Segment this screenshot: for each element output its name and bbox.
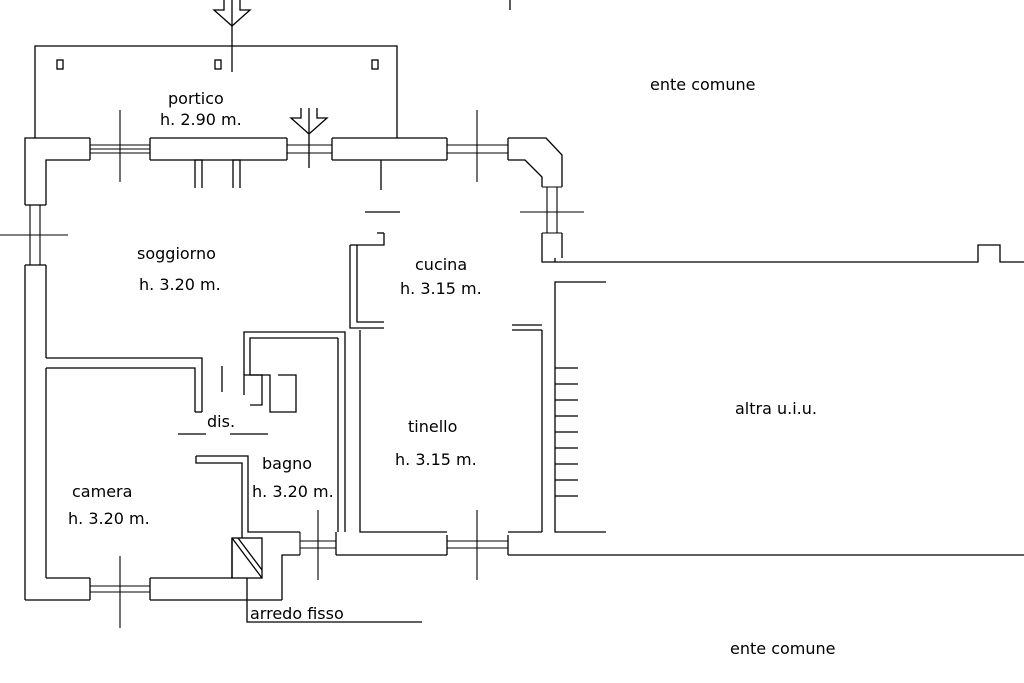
- entrance-arrow-icon: [212, 0, 252, 72]
- portico-outline: [34, 45, 398, 138]
- window-bottom-camera: [90, 556, 150, 628]
- window-bottom-tinello: [447, 510, 508, 580]
- label-altra-uiu: altra u.i.u.: [735, 399, 817, 418]
- window-top-1: [90, 110, 150, 182]
- room-height-portico: h. 2.90 m.: [160, 110, 242, 129]
- window-bottom-bagno: [299, 510, 336, 580]
- altra-uiu-outline: [554, 244, 1024, 533]
- arredo-fisso-leader: [246, 578, 422, 623]
- window-top-2: [287, 144, 332, 154]
- room-height-tinello: h. 3.15 m.: [395, 450, 477, 469]
- room-name-camera: camera: [72, 482, 132, 501]
- room-height-camera: h. 3.20 m.: [68, 509, 150, 528]
- window-left: [0, 205, 68, 265]
- room-name-dis: dis.: [207, 412, 235, 431]
- label-ente-comune-top: ente comune: [650, 75, 755, 94]
- room-height-cucina: h. 3.15 m.: [400, 279, 482, 298]
- label-arredo-fisso: arredo fisso: [250, 604, 344, 623]
- room-name-cucina: cucina: [415, 255, 467, 274]
- window-right: [520, 186, 584, 234]
- room-name-tinello: tinello: [408, 417, 457, 436]
- room-height-soggiorno: h. 3.20 m.: [139, 275, 221, 294]
- entrance-arrow-icon: [289, 108, 329, 168]
- exterior-walls: [24, 137, 1024, 601]
- room-height-bagno: h. 3.20 m.: [252, 482, 334, 501]
- room-name-bagno: bagno: [262, 454, 312, 473]
- window-top-3: [447, 110, 508, 182]
- windows: [0, 110, 584, 628]
- interior-walls: [45, 159, 543, 579]
- label-ente-comune-bottom: ente comune: [730, 639, 835, 658]
- room-name-portico: portico: [168, 89, 224, 108]
- room-name-soggiorno: soggiorno: [137, 244, 216, 263]
